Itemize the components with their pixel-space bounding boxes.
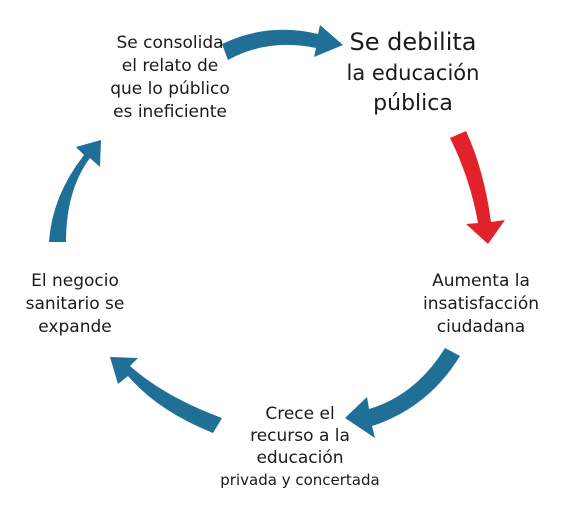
arrow-left <box>49 140 101 242</box>
node-negocio-sanitario: El negocio sanitario se expande <box>10 270 140 339</box>
node-line: privada y concertada <box>220 471 380 489</box>
node-line: El negocio <box>31 271 119 291</box>
node-line: Se consolida <box>116 33 224 53</box>
node-line: recurso a la <box>250 426 350 446</box>
arrow-top <box>222 25 343 60</box>
node-line: educación <box>256 448 344 468</box>
node-relato-ineficiente: Se consolida el relato de que lo público… <box>70 32 270 124</box>
node-line: pública <box>373 91 453 116</box>
node-line: expande <box>38 317 112 337</box>
node-recurso-privada: Crece el recurso a la educación privada … <box>205 403 395 491</box>
node-line: Crece el <box>265 404 335 424</box>
node-line: insatisfacción <box>422 294 539 314</box>
node-line: es ineficiente <box>113 102 227 122</box>
node-line: sanitario se <box>25 294 125 314</box>
node-line: el relato de <box>121 56 219 76</box>
node-insatisfaccion: Aumenta la insatisfacción ciudadana <box>406 270 556 339</box>
arrow-red <box>450 131 505 244</box>
arrow-right-bottom <box>345 348 460 438</box>
node-line: Aumenta la <box>432 271 530 291</box>
node-line: Se debilita <box>349 28 477 56</box>
node-line: ciudadana <box>436 317 526 337</box>
node-se-debilita: Se debilita la educación pública <box>318 26 508 120</box>
node-line: que lo público <box>110 79 230 99</box>
arrow-bottom-left <box>110 357 222 433</box>
node-line: la educación <box>346 61 480 85</box>
